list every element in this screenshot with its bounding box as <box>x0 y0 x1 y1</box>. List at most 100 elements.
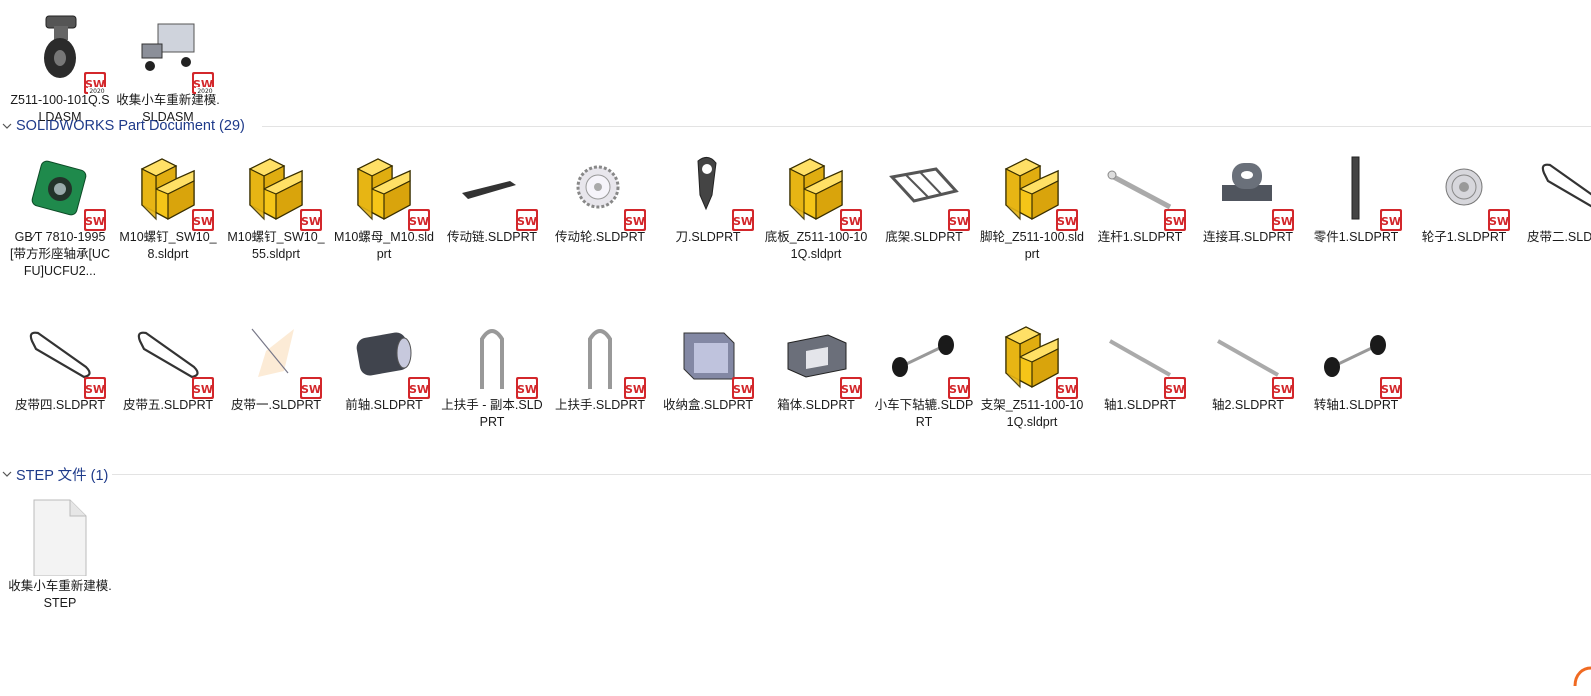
solidworks-badge-icon: SW <box>408 377 430 399</box>
svg-text:SW: SW <box>1165 383 1185 396</box>
svg-text:2020: 2020 <box>89 88 104 94</box>
file-name: 转轴1.SLDPRT <box>1313 398 1399 412</box>
file-thumbnail: SW <box>1316 147 1402 231</box>
file-name: 皮带一.SLDPRT <box>230 398 322 412</box>
solidworks-badge-icon: SW <box>948 377 970 399</box>
file-name: 皮带四.SLDPRT <box>14 398 106 412</box>
file-name: 皮带五.SLDPRT <box>122 398 214 412</box>
file-thumbnail: SW <box>884 147 970 231</box>
file-name: 传动链.SLDPRT <box>446 230 538 244</box>
svg-text:2020: 2020 <box>197 88 212 94</box>
solidworks-badge-icon: SW <box>300 209 322 231</box>
file-item[interactable]: SW M10螺钉_SW10_55.sldprt <box>224 147 328 347</box>
file-thumbnail: SW <box>344 147 430 231</box>
solidworks-badge-icon: SW <box>732 377 754 399</box>
file-name: 连杆1.SLDPRT <box>1097 230 1183 244</box>
file-thumbnail: SW <box>1208 315 1294 399</box>
svg-text:SW: SW <box>301 215 321 228</box>
svg-text:SW: SW <box>949 383 969 396</box>
file-thumbnail: SW <box>128 315 214 399</box>
file-name: 收纳盒.SLDPRT <box>662 398 754 412</box>
file-thumbnail: SW <box>344 315 430 399</box>
file-item[interactable]: 收集小车重新建模.STEP <box>8 496 112 696</box>
svg-text:SW: SW <box>517 383 537 396</box>
belt-part-icon <box>29 331 91 379</box>
svg-text:SW: SW <box>949 215 969 228</box>
group-header-sldprt[interactable]: SOLIDWORKS Part Document (29) <box>0 116 245 136</box>
solidworks-badge-icon: SW <box>1380 377 1402 399</box>
box-part-icon <box>683 332 735 380</box>
file-name: GB∕T 7810-1995[带方形座轴承[UCFU]UCFU2... <box>9 230 110 278</box>
solidworks-badge-icon: SW <box>192 209 214 231</box>
corner-logo-icon <box>1573 666 1591 686</box>
housing-part-icon <box>787 334 847 378</box>
solidworks-badge-icon: SW <box>516 209 538 231</box>
file-name: 收集小车重新建模.SLDASM <box>116 93 220 124</box>
file-name: 脚轮_Z511-100.sldprt <box>980 230 1084 261</box>
file-item[interactable]: SW皮带二.SLDPRT <box>1520 147 1591 347</box>
file-item[interactable]: SW GB∕T 7810-1995[带方形座轴承[UCFU]UCFU2... <box>8 147 112 347</box>
file-item[interactable]: SW 皮带一.SLDPRT <box>224 315 328 515</box>
file-name: 小车下轱辘.SLDPRT <box>874 398 974 429</box>
svg-text:SW: SW <box>301 383 321 396</box>
solidworks-badge-icon: SW <box>624 377 646 399</box>
file-thumbnail: SW <box>560 315 646 399</box>
handle-part-icon <box>480 329 504 389</box>
svg-text:SW: SW <box>1273 383 1293 396</box>
file-item[interactable]: SW 小车下轱辘.SLDPRT <box>872 315 976 515</box>
file-name: Z511-100-101Q.SLDASM <box>10 93 110 124</box>
svg-text:SW: SW <box>841 383 861 396</box>
svg-text:SW: SW <box>85 215 105 228</box>
file-name: 轴1.SLDPRT <box>1103 398 1176 412</box>
group-header-step[interactable]: STEP 文件 (1) <box>0 464 108 484</box>
group-divider <box>112 474 1591 475</box>
chevron-down-icon <box>2 471 12 477</box>
file-name: 传动轮.SLDPRT <box>554 230 646 244</box>
svg-text:SW: SW <box>733 215 753 228</box>
file-thumbnail: SW <box>1208 147 1294 231</box>
file-thumbnail: SW <box>668 147 754 231</box>
file-thumbnail: SW <box>992 147 1078 231</box>
chevron-down-icon <box>2 123 12 129</box>
solidworks-badge-icon: SW <box>516 377 538 399</box>
file-thumbnail: SW <box>128 147 214 231</box>
file-item[interactable]: SW 轴1.SLDPRT <box>1088 315 1192 515</box>
belt-part-icon <box>137 331 199 379</box>
svg-text:SW: SW <box>841 215 861 228</box>
shaft-part-icon <box>1109 339 1171 377</box>
belt-sketch-part-icon <box>251 328 294 377</box>
file-thumbnail: SW <box>452 147 538 231</box>
solidworks-badge-icon: SW <box>300 377 322 399</box>
generic-part-icon <box>788 158 843 221</box>
generic-part-icon <box>1004 158 1059 221</box>
file-thumbnail: SW <box>668 315 754 399</box>
file-thumbnail: SW <box>20 147 106 231</box>
file-name: M10螺钉_SW10_55.sldprt <box>227 230 325 261</box>
